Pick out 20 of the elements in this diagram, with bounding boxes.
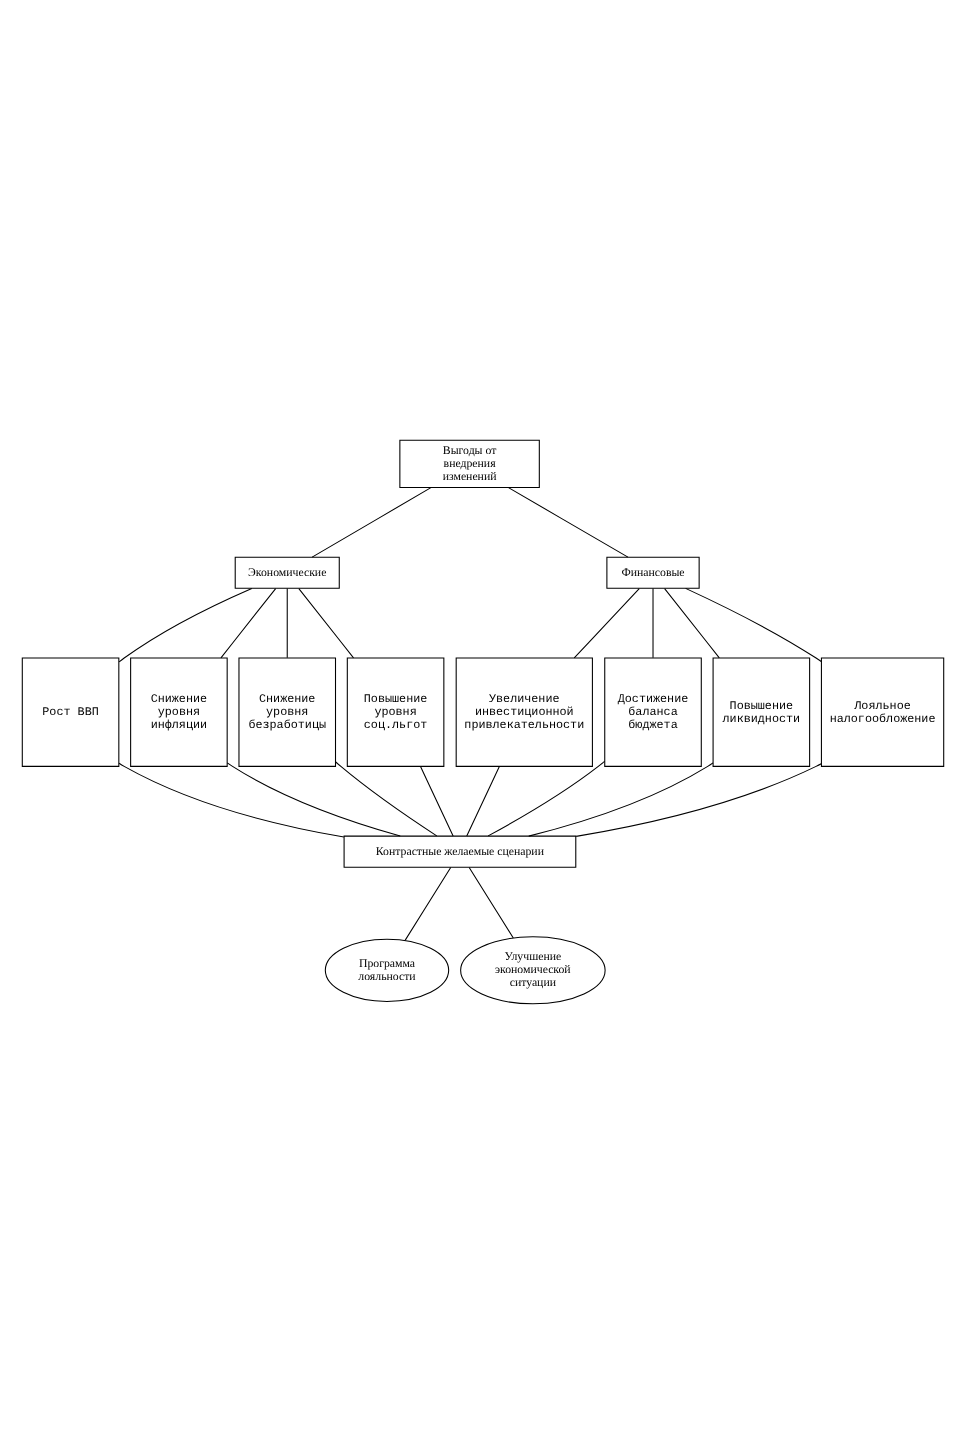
connector — [117, 762, 344, 838]
connector — [403, 866, 451, 941]
connector — [574, 763, 821, 837]
connector — [684, 587, 821, 663]
connector — [651, 588, 653, 659]
connector — [219, 588, 276, 659]
connector — [419, 766, 453, 837]
connector — [297, 588, 354, 659]
connector — [310, 487, 431, 558]
connector — [117, 587, 252, 663]
connector — [465, 766, 499, 837]
connector — [285, 588, 287, 659]
connector — [334, 761, 437, 837]
connector — [527, 762, 713, 837]
connector — [225, 762, 400, 837]
connector — [486, 760, 605, 837]
connector — [572, 588, 639, 659]
connector — [663, 588, 719, 659]
connector — [467, 866, 513, 939]
connector — [506, 487, 628, 558]
